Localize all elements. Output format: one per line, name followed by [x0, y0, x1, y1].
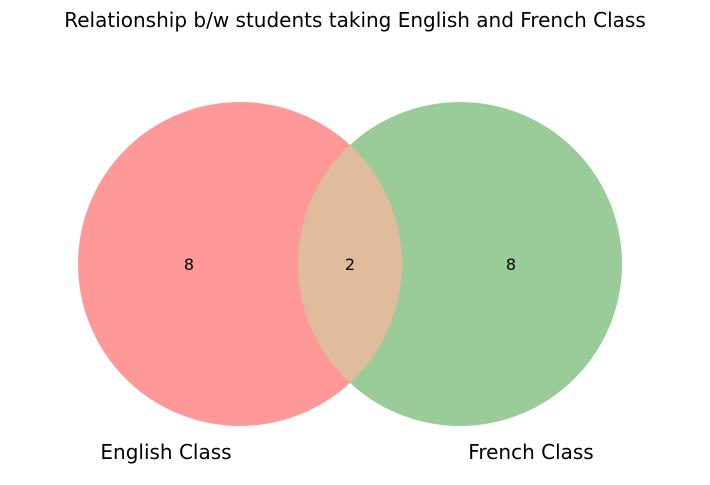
intersection-region — [298, 102, 402, 426]
intersection-count: 2 — [345, 255, 355, 274]
french-class-label: French Class — [468, 440, 593, 464]
french-only-count: 8 — [506, 255, 516, 274]
diagram-title: Relationship b/w students taking English… — [64, 8, 646, 32]
english-only-count: 8 — [184, 255, 194, 274]
english-class-label: English Class — [100, 440, 231, 464]
